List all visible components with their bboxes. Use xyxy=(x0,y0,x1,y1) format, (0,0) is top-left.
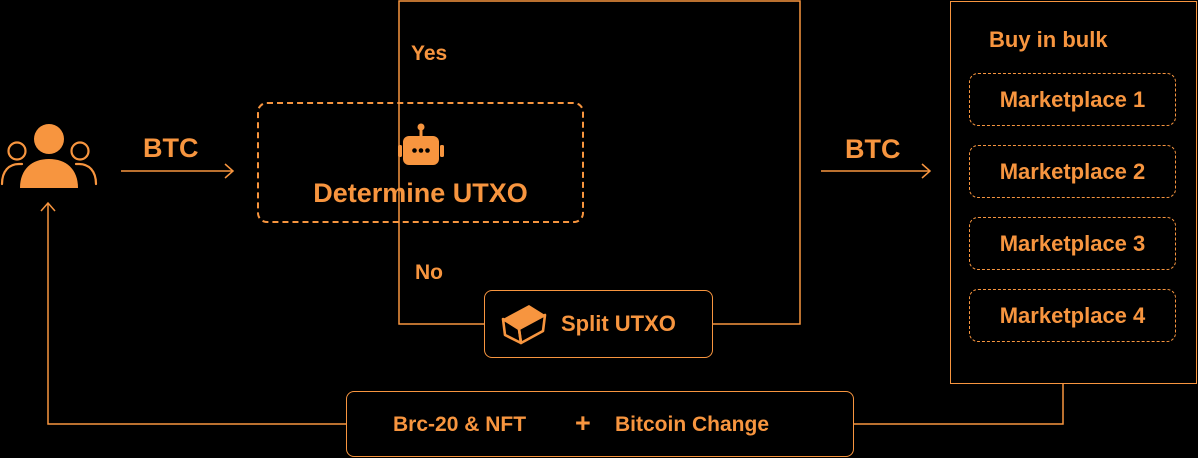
btc-out-arrowhead xyxy=(921,163,932,179)
yes-label: Yes xyxy=(411,42,448,65)
split-utxo-label: Split UTXO xyxy=(561,311,676,336)
marketplace-item: Marketplace 3 xyxy=(969,217,1176,270)
determine-utxo-label: Determine UTXO xyxy=(313,178,528,208)
btc-in-label: BTC xyxy=(143,133,199,163)
no-label: No xyxy=(415,261,443,284)
robot-icon xyxy=(397,122,445,170)
plus-icon: + xyxy=(575,408,591,438)
return-left-label: Brc-20 & NFT xyxy=(393,413,527,436)
determine-utxo-box: Determine UTXO xyxy=(257,102,584,223)
return-right-label: Bitcoin Change xyxy=(615,413,770,436)
marketplace-item: Marketplace 2 xyxy=(969,145,1176,198)
marketplace-item: Marketplace 1 xyxy=(969,73,1176,126)
btc-out-label: BTC xyxy=(845,134,901,164)
buy-in-bulk-panel xyxy=(950,1,1197,384)
split-utxo-box: Split UTXO xyxy=(484,290,713,358)
buy-in-bulk-title: Buy in bulk xyxy=(989,27,1108,52)
cube-icon xyxy=(499,301,549,347)
btc-in-arrowhead xyxy=(224,163,235,179)
return-box: Brc-20 & NFT + Bitcoin Change xyxy=(346,391,854,457)
marketplace-item: Marketplace 4 xyxy=(969,289,1176,342)
users-group-icon xyxy=(0,122,98,192)
return-arrowhead xyxy=(40,201,56,212)
